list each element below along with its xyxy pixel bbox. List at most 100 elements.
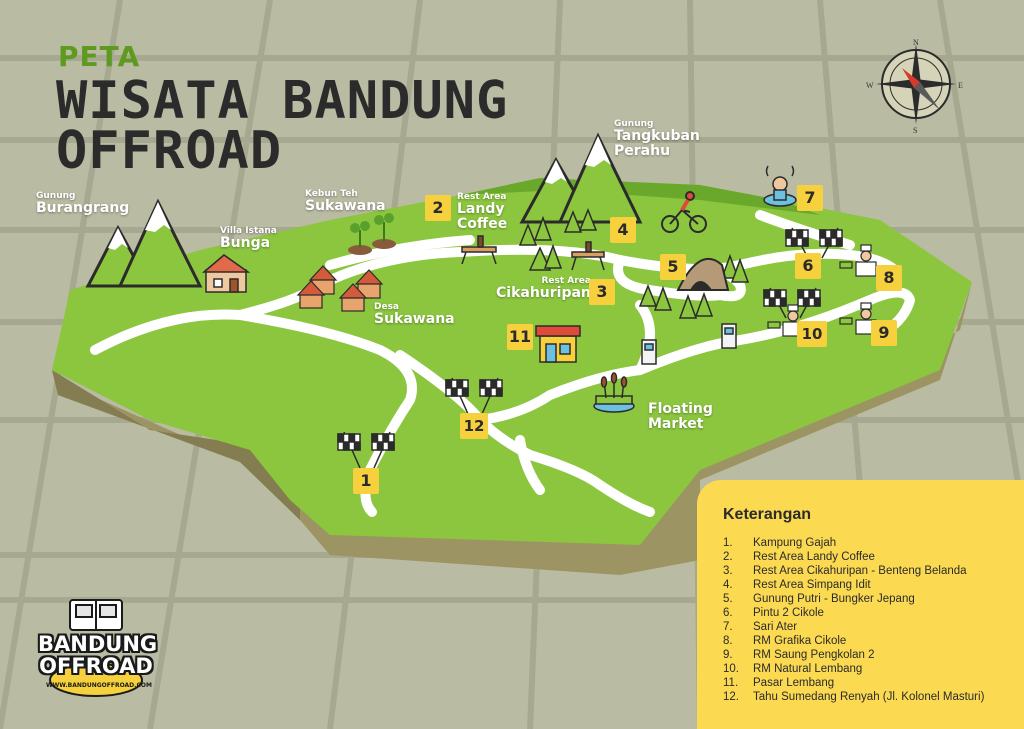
mountain-burangrang-icon [85, 198, 203, 288]
label-landy-small: Rest Area [457, 192, 507, 202]
compass-e: E [958, 81, 963, 90]
label-desa-big: Sukawana [374, 311, 455, 328]
logo-jeep-icon [69, 599, 123, 631]
label-floating-big2: Market [648, 415, 704, 432]
label-tangkuban-big1: Tangkuban [614, 128, 700, 145]
marker-4[interactable]: 4 [610, 217, 636, 243]
legend-item-number: 12. [723, 691, 739, 703]
village-houses-icon [296, 265, 384, 312]
logo-line1: BANDUNG [38, 632, 158, 656]
label-tangkuban-small: Gunung [614, 119, 654, 129]
label-floating-big1: Floating [648, 401, 713, 417]
mountain-tangkuban-icon [519, 132, 643, 224]
marker-5[interactable]: 5 [660, 254, 686, 280]
legend-item: 2. Rest Area Landy Coffee [723, 550, 984, 564]
map-title: WISATA BANDUNG OFFROAD [56, 75, 508, 181]
logo-url: WWW.BANDUNGOFFROAD.COM [46, 682, 152, 689]
legend-title: Keterangan [723, 506, 812, 523]
legend-list: 1. Kampung Gajah 2. Rest Area Landy Coffee… [723, 536, 984, 704]
legend-item-label: Rest Area Cikahuripan - Benteng Belanda [753, 565, 967, 577]
map-subtitle: PETA [58, 40, 141, 73]
legend-item: 12. Tahu Sumedang Renyah (Jl. Kolonel Mas… [723, 690, 984, 704]
legend-item-label: Kampung Gajah [753, 537, 837, 549]
villa-house-icon [201, 254, 251, 293]
legend-item: 1. Kampung Gajah [723, 536, 984, 550]
rest-area-table-icon [461, 235, 605, 271]
legend-item: 4. Rest Area Simpang Idit [723, 578, 984, 592]
label-cikahuripan-small: Rest Area [541, 276, 591, 286]
legend-item-number: 1. [723, 537, 733, 549]
label-villa-small: Villa Istana [220, 226, 277, 236]
legend-item-number: 8. [723, 635, 733, 647]
label-landy-big1: Landy [457, 201, 505, 218]
label-villa-big: Bunga [220, 235, 271, 252]
legend-item: 3. Rest Area Cikahuripan - Benteng Beland… [723, 564, 984, 578]
legend-item-label: RM Natural Lembang [753, 663, 863, 675]
label-cikahuripan: Rest Area Cikahuripan [496, 276, 591, 301]
label-villa: Villa Istana Bunga [220, 226, 277, 252]
hot-spring-icon [763, 165, 797, 207]
marker-1[interactable]: 1 [353, 468, 379, 494]
legend-item-label: Rest Area Landy Coffee [753, 551, 875, 563]
compass-s: S [913, 126, 918, 135]
marker-9[interactable]: 9 [871, 320, 897, 346]
pine-trees-icon [518, 207, 750, 319]
legend-item: 9. RM Saung Pengkolan 2 [723, 648, 984, 662]
label-desa: Desa Sukawana [374, 302, 455, 328]
marker-6[interactable]: 6 [795, 253, 821, 279]
legend-item: 10. RM Natural Lembang [723, 662, 984, 676]
legend-panel: Keterangan 1. Kampung Gajah 2. Rest Area L… [697, 480, 1024, 729]
legend-item-label: Rest Area Simpang Idit [753, 579, 871, 591]
label-burangrang: Gunung Burangrang [36, 191, 130, 217]
bandung-offroad-logo: BANDUNG OFFROAD WWW.BANDUNGOFFROAD.COM [38, 594, 158, 698]
label-burangrang-small: Gunung [36, 191, 76, 201]
legend-item: 5. Gunung Putri - Bungker Jepang [723, 592, 984, 606]
fuel-pump-icon [641, 323, 737, 365]
label-tangkuban: Gunung Tangkuban Perahu [614, 119, 700, 160]
label-landy: Rest Area Landy Coffee [457, 192, 508, 233]
map-title-line2: OFFROAD [56, 121, 283, 181]
floating-market-icon [593, 372, 635, 413]
compass-w: W [866, 81, 874, 90]
marker-8[interactable]: 8 [876, 265, 902, 291]
label-kebun-big: Sukawana [305, 198, 386, 215]
marker-7[interactable]: 7 [797, 185, 823, 211]
legend-item-label: RM Grafika Cikole [753, 635, 847, 647]
marker-3[interactable]: 3 [589, 279, 615, 305]
legend-item-number: 6. [723, 607, 733, 619]
legend-item-number: 11. [723, 677, 739, 689]
compass-icon [876, 44, 956, 124]
label-floating: Floating Market [648, 402, 713, 431]
legend-item-number: 4. [723, 579, 733, 591]
logo-line2: OFFROAD [39, 654, 153, 678]
marker-2[interactable]: 2 [425, 195, 451, 221]
legend-item-number: 3. [723, 565, 733, 577]
legend-item-number: 2. [723, 551, 733, 563]
legend-item-label: RM Saung Pengkolan 2 [753, 649, 875, 661]
legend-item-number: 7. [723, 621, 733, 633]
legend-item: 8. RM Grafika Cikole [723, 634, 984, 648]
cyclist-icon [661, 191, 707, 233]
label-landy-big2: Coffee [457, 216, 508, 233]
label-tangkuban-big2: Perahu [614, 143, 671, 160]
legend-item-number: 9. [723, 649, 733, 661]
label-burangrang-big: Burangrang [36, 200, 130, 217]
legend-item: 11.Pasar Lembang [723, 676, 984, 690]
legend-item-number: 10. [723, 663, 739, 675]
legend-item-label: Tahu Sumedang Renyah (Jl. Kolonel Mastur… [753, 691, 985, 703]
legend-item-label: Pintu 2 Cikole [753, 607, 824, 619]
checkered-flags-icon [337, 227, 843, 469]
legend-item-number: 5. [723, 593, 733, 605]
marker-10[interactable]: 10 [797, 321, 827, 347]
market-building-icon [535, 325, 581, 363]
label-desa-small: Desa [374, 302, 400, 312]
label-kebun: Kebun Teh Sukawana [305, 189, 386, 215]
logo-badge [49, 663, 143, 697]
legend-item: 7.Sari Ater [723, 620, 984, 634]
compass-n: N [913, 38, 919, 47]
sprout-icon [348, 213, 396, 255]
legend-item-label: Gunung Putri - Bungker Jepang [753, 593, 915, 605]
marker-12[interactable]: 12 [460, 413, 488, 439]
marker-11[interactable]: 11 [507, 324, 533, 350]
